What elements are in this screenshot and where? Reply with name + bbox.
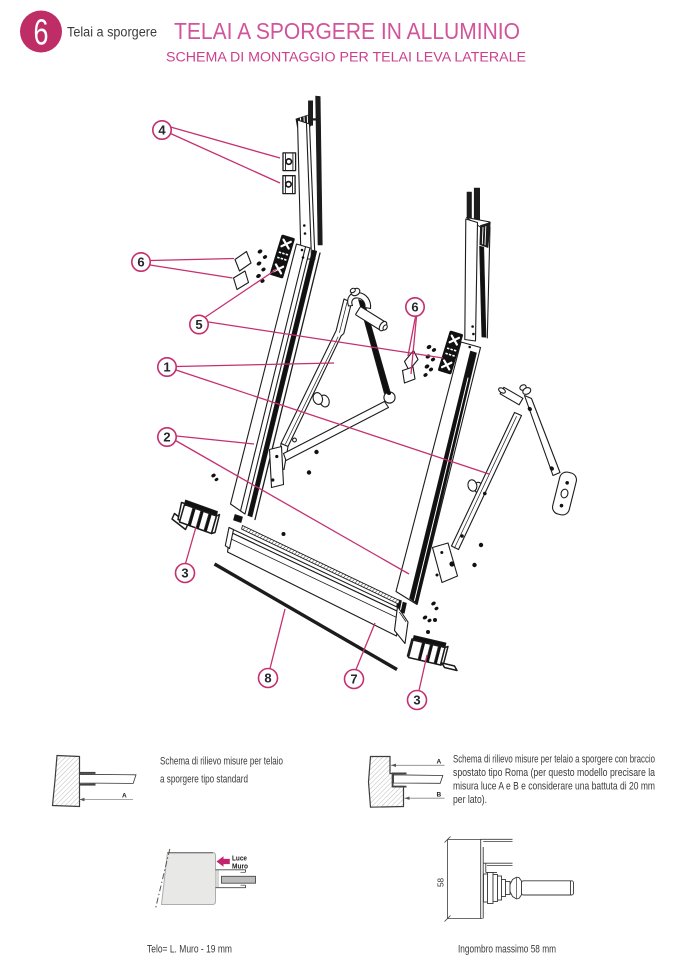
svg-text:Luce: Luce: [232, 854, 247, 863]
svg-text:3: 3: [413, 693, 420, 708]
svg-text:spostato tipo Roma (per questo: spostato tipo Roma (per questo modello p…: [453, 767, 655, 779]
svg-text:1: 1: [163, 360, 170, 375]
svg-text:5: 5: [195, 317, 202, 332]
svg-text:Muro: Muro: [232, 862, 249, 871]
svg-text:Schema di rilievo misure per t: Schema di rilievo misure per telaio a sp…: [453, 754, 655, 766]
svg-text:2: 2: [163, 430, 170, 445]
svg-text:Ingombro massimo 58 mm: Ingombro massimo 58 mm: [458, 944, 556, 956]
svg-text:misura luce A e B e considerar: misura luce A e B e considerare una batt…: [453, 781, 655, 793]
svg-text:Telo= L. Muro - 19 mm: Telo= L. Muro - 19 mm: [147, 944, 232, 956]
svg-text:6: 6: [411, 300, 418, 315]
svg-text:per lato).: per lato).: [453, 794, 487, 806]
svg-text:3: 3: [181, 566, 188, 581]
svg-text:A: A: [122, 793, 127, 800]
svg-text:Schema di rilievo misure per t: Schema di rilievo misure per telaio: [160, 756, 283, 768]
svg-text:Telai a sporgere: Telai a sporgere: [67, 25, 157, 40]
svg-text:58: 58: [437, 877, 446, 887]
svg-text:TELAI A SPORGERE IN ALLUMINIO: TELAI A SPORGERE IN ALLUMINIO: [174, 18, 520, 44]
svg-text:4: 4: [158, 123, 166, 138]
svg-text:6: 6: [34, 12, 49, 53]
svg-text:6: 6: [137, 255, 144, 270]
svg-text:A: A: [437, 759, 442, 766]
svg-text:SCHEMA DI MONTAGGIO PER TELAI: SCHEMA DI MONTAGGIO PER TELAI LEVA LATER…: [166, 50, 526, 66]
svg-text:a sporgere tipo standard: a sporgere tipo standard: [160, 774, 248, 786]
svg-text:8: 8: [264, 671, 271, 686]
svg-text:7: 7: [350, 672, 357, 687]
svg-text:B: B: [437, 792, 442, 799]
